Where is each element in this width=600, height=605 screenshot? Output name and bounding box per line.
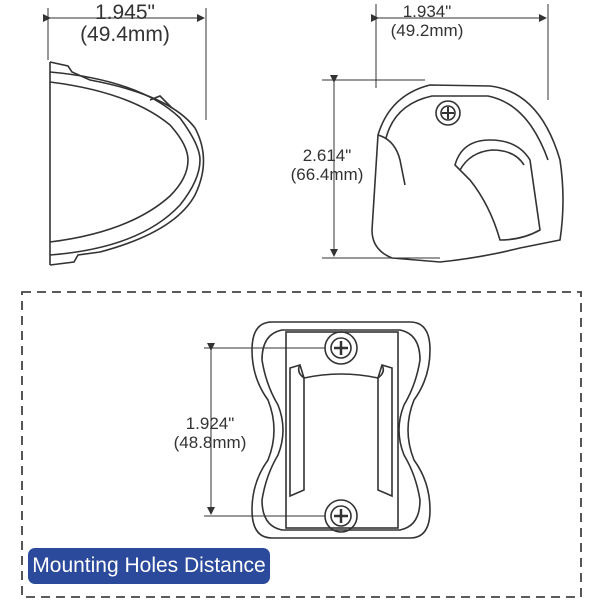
- right-width-mm: (49.2mm): [390, 21, 464, 40]
- perspective-view-right: [322, 4, 564, 263]
- front-view-bottom: [204, 321, 431, 539]
- right-height-label: 2.614" (66.4mm): [262, 146, 392, 184]
- detail-frame: [21, 291, 582, 598]
- left-width-inch: 1.945": [94, 1, 155, 24]
- mounting-holes-badge: Mounting Holes Distance: [28, 548, 270, 584]
- right-height-inch: 2.614": [302, 146, 352, 165]
- right-width-inch: 1.934": [402, 2, 452, 21]
- right-width-label: 1.934" (49.2mm): [372, 2, 482, 40]
- left-width-mm: (49.4mm): [80, 23, 170, 46]
- hole-distance-mm: (48.8mm): [173, 433, 247, 452]
- side-view-left: [43, 8, 207, 266]
- left-width-label: 1.945" (49.4mm): [60, 2, 190, 46]
- hole-distance-label: 1.924" (48.8mm): [150, 414, 270, 452]
- top-screw-icon: [324, 331, 358, 365]
- hole-distance-inch: 1.924": [185, 414, 235, 433]
- right-height-mm: (66.4mm): [290, 165, 364, 184]
